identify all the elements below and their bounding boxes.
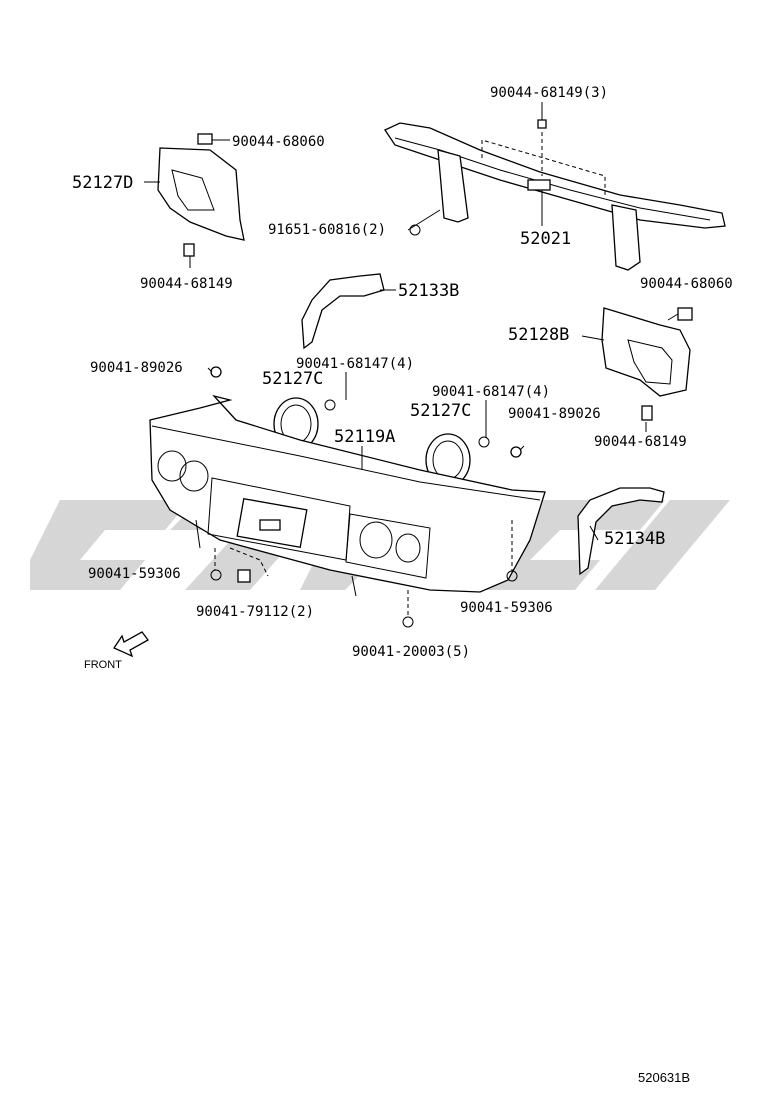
label-52127C-left: 52127C: [262, 369, 323, 389]
screw-icon: [537, 119, 547, 129]
label-52127C-right: 52127C: [410, 401, 471, 421]
label-90041-89026-left: 90041-89026: [90, 360, 183, 376]
label-90041-68147-right: 90041-68147(4): [432, 384, 550, 400]
label-90041-68147-left: 90041-68147(4): [296, 356, 414, 372]
screw-icon: [409, 224, 421, 236]
label-90044-68060-right: 90044-68060: [640, 276, 733, 292]
bracket-52127D: [157, 133, 245, 257]
label-90044-68149-right: 90044-68149: [594, 434, 687, 450]
radiator-support-52021: [384, 119, 726, 271]
clip-icon: [237, 569, 251, 583]
label-91651-60816: 91651-60816(2): [268, 222, 386, 238]
label-52134B: 52134B: [604, 529, 665, 549]
label-90041-59306-left: 90041-59306: [88, 566, 181, 582]
label-52021: 52021: [520, 229, 571, 249]
label-52133B: 52133B: [398, 281, 459, 301]
diagram-code: 520631B: [638, 1070, 690, 1085]
bumper-cover-52119A: [149, 394, 546, 618]
screw-icon: [210, 366, 222, 378]
label-front: FRONT: [84, 659, 122, 671]
screw-icon: [510, 446, 522, 458]
leader-lines: [144, 102, 679, 541]
label-90041-79112: 90041-79112(2): [196, 604, 314, 620]
bracket-52128B: [601, 307, 693, 421]
front-arrow-icon: [113, 631, 149, 658]
label-52119A: 52119A: [334, 427, 395, 447]
label-90044-68149-3: 90044-68149(3): [490, 85, 608, 101]
label-90044-68149-left: 90044-68149: [140, 276, 233, 292]
label-52127D: 52127D: [72, 173, 133, 193]
fasteners: [210, 224, 522, 628]
brace-52133B: [301, 273, 385, 350]
label-90044-68060-left: 90044-68060: [232, 134, 325, 150]
label-90041-59306-right: 90041-59306: [460, 600, 553, 616]
label-52128B: 52128B: [508, 325, 569, 345]
brace-52134B: [577, 487, 665, 576]
label-90041-20003: 90041-20003(5): [352, 644, 470, 660]
label-90041-89026-right: 90041-89026: [508, 406, 601, 422]
lamp-ring-52127C-right: [425, 433, 471, 487]
part-labels: 90044-68149(3) 90044-68060 52127D 91651-…: [72, 85, 733, 1085]
